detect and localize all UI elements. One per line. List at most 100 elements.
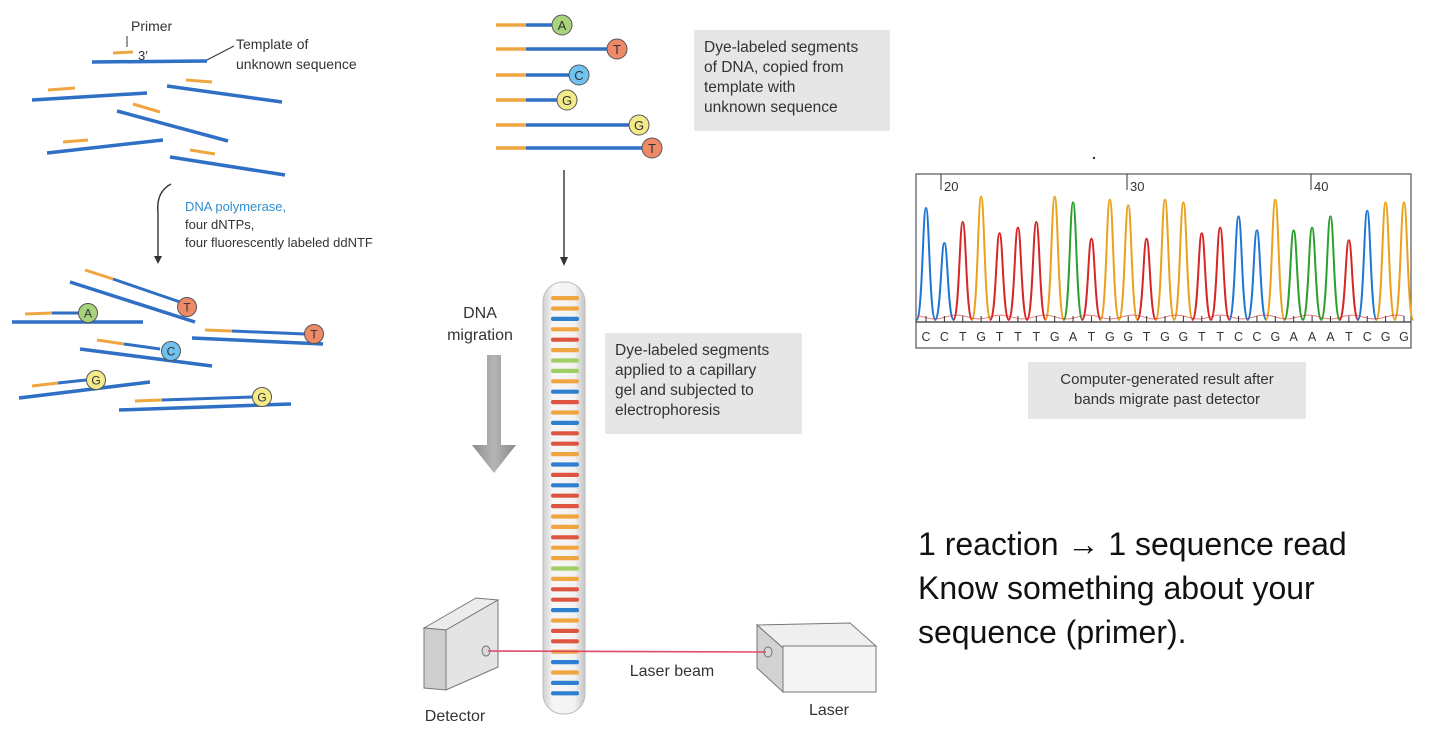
gel-band [551,358,579,363]
dye-label-g-icon [556,89,578,111]
trace-peak [1246,229,1268,321]
gel-band [551,441,579,446]
laser-label: Laser [809,702,850,719]
stray-dot [1092,156,1096,160]
gel-band [551,556,579,561]
new-strand [231,329,306,336]
primer-label: Primer [131,18,173,34]
trace-peak [1338,239,1360,321]
summary-line-3: sequence (primer). [918,614,1187,650]
base-call: C [1252,330,1261,344]
dye-circle [304,324,324,344]
base-call: G [1381,330,1391,344]
dye-letter: G [634,118,644,133]
dye-circle [161,341,181,361]
template-strand [31,91,148,102]
dye-letter: T [310,328,318,342]
capillary-note: Dye-labeled segments applied to a capill… [605,333,802,434]
gel-band [551,420,579,425]
base-call: C [1363,330,1372,344]
labeled-segment: T [496,38,628,60]
gel-band [551,576,579,581]
summary-text: 1 reaction → 1 sequence read Know someth… [918,522,1428,654]
base-call: T [1032,330,1040,344]
trace-peak [1375,201,1397,321]
template-strand [169,155,286,177]
gel-band [551,431,579,436]
labeled-segment: A [496,14,573,36]
trace-peak [1136,237,1158,321]
dye-label-t-icon: T [177,297,197,317]
base-call: G [1160,330,1170,344]
template-strand [116,109,229,143]
trace-peak [1080,237,1103,321]
gel-band [551,587,579,592]
trace-peak [1209,226,1231,321]
trace-peak [1099,198,1121,321]
laser-face [782,645,877,693]
capillary-tube [542,281,586,715]
gel-band [551,618,579,623]
result-note: Computer-generated result after bands mi… [1028,362,1306,419]
gel-band [551,348,579,353]
dye-label-t-icon [606,38,628,60]
gel-band [551,483,579,488]
migration-label-1: DNA [463,305,497,322]
gel-band [551,535,579,540]
base-call: G [1105,330,1115,344]
trace-peak [1319,215,1342,321]
trace-peak [1117,204,1139,321]
gel-band [551,608,579,613]
panel-reaction: Primer 3′ Template of unknown sequence D… [12,18,373,412]
template-strand [91,59,208,64]
labeled-segment: G [496,114,650,136]
gel-band [551,327,579,332]
labeled-segment: T [496,137,663,159]
primer-strand [84,268,114,281]
trace-peak [1062,201,1084,321]
dye-letter: T [648,141,656,156]
base-call: A [1290,330,1299,344]
gel-band [551,462,579,467]
dye-circle [86,370,106,390]
detector [422,597,500,691]
detector-face [445,599,499,691]
laser-beam [487,650,767,653]
base-call: G [1123,330,1133,344]
axis-tick-label: 40 [1314,179,1328,194]
axis-tick-label: 30 [1130,179,1144,194]
base-call: C [921,330,930,344]
base-call: T [959,330,967,344]
primer-strand [189,148,216,156]
labeled-segment: C [496,64,590,86]
template-label-line1: Template of [236,36,308,52]
gel-band [551,472,579,477]
primer-strand [112,50,134,55]
gel-band [551,504,579,509]
reagent-line-1: DNA polymerase, [185,199,286,214]
trace-peak [1044,195,1066,321]
dye-letter: G [257,391,266,405]
new-strand [161,395,253,402]
baseline-noise [917,314,1405,320]
base-call: C [1234,330,1243,344]
dye-circle [252,387,272,407]
gel-band [551,316,579,321]
template-pointer [204,45,235,62]
dye-circle [177,297,197,317]
gel-band [551,597,579,602]
base-call: G [1270,330,1280,344]
dye-letter: T [613,42,621,57]
base-call: A [1069,330,1078,344]
reaction-arrow [157,183,172,258]
dye-label-c-icon: C [161,341,181,361]
template-strands [31,50,286,177]
base-call: T [1143,330,1151,344]
summary-line-1: 1 reaction → 1 sequence read [918,526,1347,562]
dye-letter: C [167,345,176,359]
gel-band [551,691,579,696]
primer-strand [24,311,53,316]
gel-band [551,296,579,301]
